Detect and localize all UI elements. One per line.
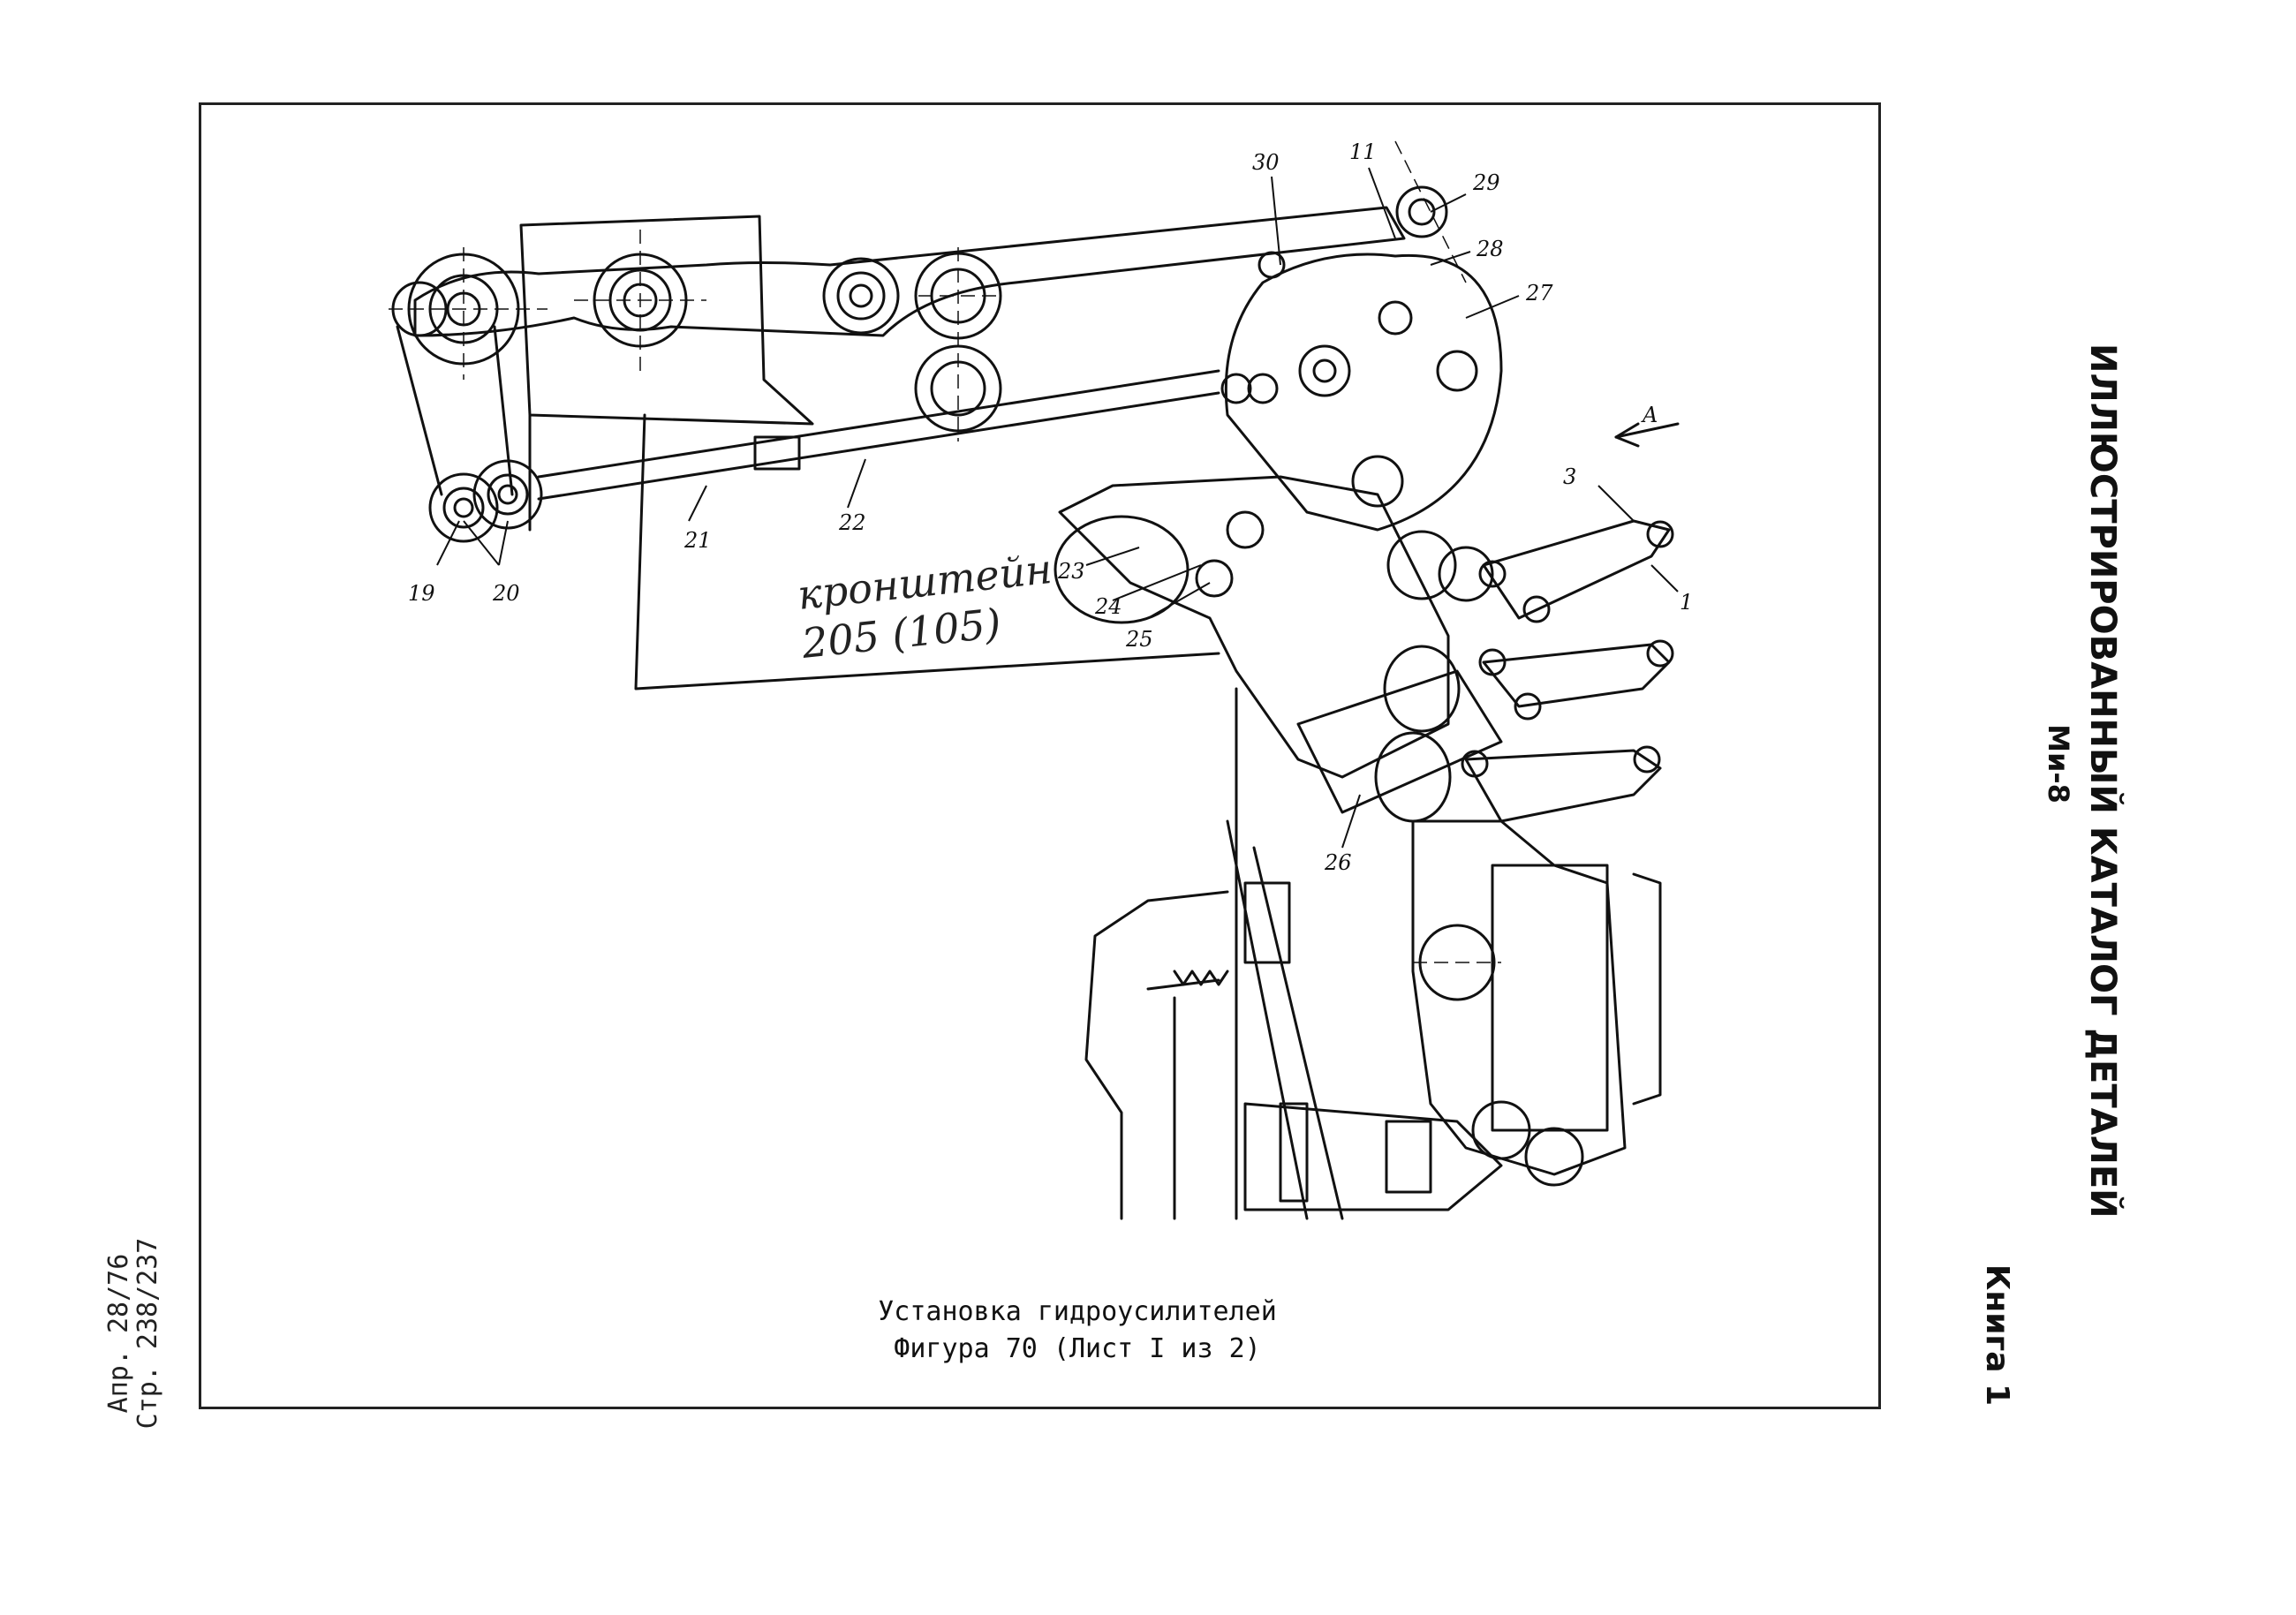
callout-27: 27 <box>1525 281 1553 306</box>
callout-28: 28 <box>1476 237 1504 261</box>
figure-subtitle: Фигура 70 (Лист I из 2) <box>894 1333 1261 1364</box>
book-number: Книга 1 <box>1979 1264 2015 1407</box>
callout-30: 30 <box>1252 150 1280 175</box>
callout-1: 1 <box>1680 590 1693 615</box>
callout-11: 11 <box>1349 140 1377 164</box>
callout-29: 29 <box>1472 170 1500 195</box>
callout-22: 22 <box>838 510 866 535</box>
callout-20: 20 <box>492 581 520 606</box>
callout-26: 26 <box>1324 850 1352 875</box>
callout-23: 23 <box>1057 559 1085 584</box>
callout-21: 21 <box>684 528 712 553</box>
callout-25: 25 <box>1125 627 1153 652</box>
callout-24: 24 <box>1094 594 1122 619</box>
view-arrow-label: A <box>1641 403 1658 427</box>
drawing-frame <box>199 102 1881 1409</box>
catalog-title: ИЛЛЮСТРИРОВАННЫЙ КАТАЛОГ ДЕТАЛЕЙ <box>2082 343 2123 1219</box>
callout-3: 3 <box>1563 464 1576 489</box>
revision-date: Апр. 28/76 <box>103 1253 134 1414</box>
figure-title: Установка гидроусилителей <box>878 1296 1277 1327</box>
callout-19: 19 <box>408 581 435 606</box>
aircraft-model: Ми-8 <box>2042 724 2075 804</box>
